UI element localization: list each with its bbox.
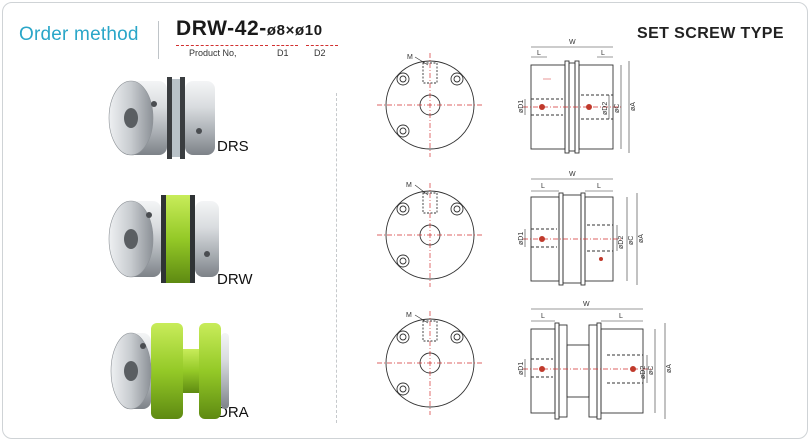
caption-d1: D1 [277, 48, 289, 58]
label-l-3b: L [619, 313, 623, 320]
label-w-1: W [569, 39, 576, 46]
front-view-2 [377, 183, 483, 287]
label-c-2: øC [628, 236, 635, 245]
label-c-3: øC [648, 366, 655, 375]
caption-product-no: Product No, [189, 48, 237, 58]
code-d1: ø8 [266, 22, 286, 39]
set-screw-type-title: SET SCREW TYPE [637, 25, 784, 42]
label-l-1b: L [601, 50, 605, 57]
label-m-3: M [406, 312, 412, 319]
code-d2: ø10 [295, 22, 323, 39]
label-c-1: øC [614, 104, 621, 113]
drawings-canvas: M M M [108, 39, 673, 420]
label-m-1: M [407, 54, 413, 61]
set-screw-mark [539, 236, 545, 242]
set-screw-mark [539, 366, 545, 372]
caption-d2: D2 [314, 48, 326, 58]
underline-product [176, 45, 268, 46]
dra-coupling-photo [110, 323, 229, 419]
label-l-1a: L [537, 50, 541, 57]
label-d1-1: øD1 [518, 100, 525, 113]
drs-coupling-photo [108, 77, 215, 159]
side-view-1 [523, 46, 630, 154]
label-d2-3: øD2 [640, 366, 647, 379]
label-a-1: øA [630, 102, 637, 111]
front-view-3 [377, 311, 483, 415]
label-w-2: W [569, 171, 576, 178]
header-divider [158, 21, 159, 59]
label-d1-2: øD1 [518, 232, 525, 245]
label-a-2: øA [638, 234, 645, 243]
order-method-title: Order method [19, 24, 139, 45]
set-screw-mark [539, 104, 545, 110]
model-label-drs: DRS [217, 138, 249, 155]
label-d2-2: øD2 [618, 236, 625, 249]
code-times: × [285, 22, 295, 39]
side-view-3 [523, 308, 666, 420]
drw-coupling-photo [108, 195, 219, 283]
product-code: DRW-42-ø8×ø10 [176, 17, 323, 41]
underline-d2 [306, 45, 338, 46]
label-a-3: øA [666, 364, 673, 373]
label-l-2a: L [541, 183, 545, 190]
label-l-3a: L [541, 313, 545, 320]
code-model: DRW-42- [176, 17, 267, 40]
underline-d1 [272, 45, 298, 46]
model-label-drw: DRW [217, 271, 253, 288]
section-divider [336, 93, 337, 423]
label-m-2: M [406, 182, 412, 189]
label-d2-1: øD2 [602, 102, 609, 115]
front-view-1 [377, 53, 483, 157]
label-l-2b: L [597, 183, 601, 190]
side-view-2 [523, 178, 638, 286]
set-screw-mark [586, 104, 592, 110]
label-d1-3: øD1 [518, 362, 525, 375]
set-screw-mark [599, 257, 603, 261]
label-w-3: W [583, 301, 590, 308]
set-screw-mark [630, 366, 636, 372]
